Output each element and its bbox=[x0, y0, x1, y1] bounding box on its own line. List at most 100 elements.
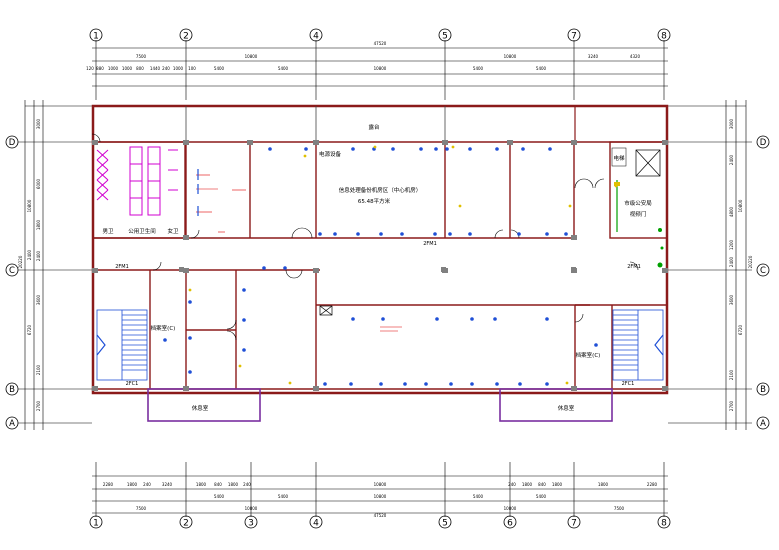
grey-column-markers bbox=[179, 267, 576, 272]
axis-bubble bbox=[309, 28, 323, 42]
dim-value: 1800 bbox=[598, 482, 609, 487]
label-archive-right: 档案室(C) bbox=[576, 351, 601, 359]
dim-value: 10800 bbox=[374, 494, 387, 499]
dim-value: 240 bbox=[243, 482, 251, 487]
axis-bubble bbox=[756, 416, 770, 430]
top-axis-bubbles: 1 2 4 5 7 8 bbox=[89, 28, 671, 42]
axis-label: 7 bbox=[571, 32, 577, 42]
dim-value: 10800 bbox=[27, 199, 32, 212]
axis-bubble bbox=[89, 515, 103, 529]
bottom-axis-bubbles: 1 2 3 4 5 6 7 8 bbox=[89, 515, 671, 529]
axis-label: D bbox=[9, 138, 16, 148]
label-rest-left: 休息室 bbox=[192, 404, 209, 412]
label-rest-right: 休息室 bbox=[558, 404, 575, 412]
dim-value: 5400 bbox=[278, 66, 289, 71]
label-public-toilet: 公用卫生间 bbox=[128, 227, 156, 235]
dim-value: 100 bbox=[188, 66, 196, 71]
axis-bubble bbox=[5, 263, 19, 277]
dim-value: 3240 bbox=[162, 482, 173, 487]
doors bbox=[91, 133, 639, 341]
dim-value: 7500 bbox=[136, 506, 147, 511]
dim-value: 7500 bbox=[136, 54, 147, 59]
dim-value: 6720 bbox=[738, 324, 743, 335]
dim-value: 2100 bbox=[36, 364, 41, 375]
dim-value: 4320 bbox=[630, 54, 641, 59]
dim-value: 2700 bbox=[36, 400, 41, 411]
dim-value: 880 bbox=[96, 66, 104, 71]
axis-label: 2 bbox=[183, 519, 189, 529]
dim-value: 1000 bbox=[173, 66, 184, 71]
dim-value: 3600 bbox=[36, 294, 41, 305]
label-server-room: 信息处理备份机房区（中心机房） bbox=[339, 186, 422, 194]
dim-value: 5400 bbox=[473, 66, 484, 71]
axis-bubble bbox=[5, 382, 19, 396]
axis-label: 5 bbox=[442, 519, 448, 529]
axis-bubble bbox=[567, 515, 581, 529]
left-dimensions bbox=[18, 100, 92, 430]
dim-value: 1000 bbox=[108, 66, 119, 71]
blue-sensor-markers bbox=[163, 147, 598, 386]
axis-bubble bbox=[756, 263, 770, 277]
dim-value: 1800 bbox=[127, 482, 138, 487]
axis-bubble bbox=[657, 28, 671, 42]
label-control-room: 市级公安局 bbox=[624, 199, 652, 207]
right-dimensions bbox=[668, 100, 752, 430]
dim-value: 1800 bbox=[522, 482, 533, 487]
dim-value: 240 bbox=[508, 482, 516, 487]
label-lift: 电梯 bbox=[613, 154, 625, 162]
axis-bubble bbox=[309, 515, 323, 529]
dim-value: 1800 bbox=[552, 482, 563, 487]
axis-label: 6 bbox=[507, 519, 513, 529]
axis-bubble bbox=[89, 28, 103, 42]
dim-value: 4800 bbox=[729, 206, 734, 217]
yellow-markers bbox=[188, 145, 618, 385]
dim-value: 1440 bbox=[150, 66, 161, 71]
dim-total: 47520 bbox=[374, 41, 387, 46]
bottom-dimension-text: 2280 1800 240 3240 1800 840 1800 240 108… bbox=[103, 482, 658, 518]
dim-value: 10800 bbox=[245, 54, 258, 59]
dim-value: 3240 bbox=[588, 54, 599, 59]
left-axis-bubbles: D C B A bbox=[5, 135, 19, 430]
dim-value: 1800 bbox=[196, 482, 207, 487]
label-door-left: 2FM1 bbox=[115, 264, 129, 270]
axis-bubble bbox=[179, 515, 193, 529]
label-toilet-m: 男卫 bbox=[102, 228, 114, 235]
axis-bubble bbox=[756, 135, 770, 149]
axis-bubble bbox=[756, 382, 770, 396]
axis-label: C bbox=[760, 266, 766, 276]
dim-value: 6000 bbox=[36, 178, 41, 189]
axis-label: 3 bbox=[248, 519, 254, 529]
dim-value: 7500 bbox=[614, 506, 625, 511]
axis-bubble bbox=[438, 28, 452, 42]
dim-value: 2280 bbox=[103, 482, 114, 487]
axis-bubble bbox=[5, 416, 19, 430]
dim-value: 2280 bbox=[647, 482, 658, 487]
label-door-center: 2FM1 bbox=[423, 241, 437, 247]
dim-value: 2700 bbox=[729, 400, 734, 411]
dim-value: 240 bbox=[143, 482, 151, 487]
dim-value: 10800 bbox=[738, 199, 743, 212]
green-markers bbox=[657, 228, 664, 268]
top-dimensions bbox=[92, 40, 668, 100]
dim-value: 5400 bbox=[278, 494, 289, 499]
dim-value: 5400 bbox=[536, 494, 547, 499]
dim-value: 120 bbox=[86, 66, 94, 71]
dim-value: 2400 bbox=[729, 256, 734, 267]
left-stair bbox=[96, 309, 148, 381]
dim-value: 10800 bbox=[374, 482, 387, 487]
axis-bubble bbox=[567, 28, 581, 42]
elevator-icon bbox=[635, 149, 661, 177]
dim-value: 2400 bbox=[36, 250, 41, 261]
dim-value: 3000 bbox=[729, 118, 734, 129]
dim-value: 5400 bbox=[214, 66, 225, 71]
dim-value: 1000 bbox=[122, 66, 133, 71]
bottom-dimensions bbox=[92, 462, 668, 517]
axis-label: 7 bbox=[571, 519, 577, 529]
outer-walls bbox=[91, 104, 669, 395]
dim-value: 10800 bbox=[245, 506, 258, 511]
label-stair-right: 2FC1 bbox=[622, 381, 635, 387]
dim-value: 1200 bbox=[729, 239, 734, 250]
dim-value: 800 bbox=[136, 66, 144, 71]
right-stair bbox=[612, 309, 664, 381]
